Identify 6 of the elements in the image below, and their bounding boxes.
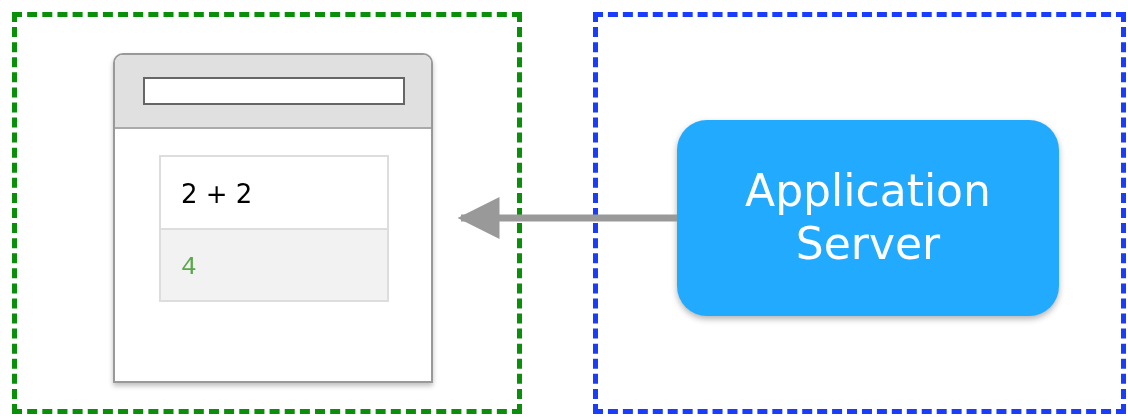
output-cell: 4: [161, 228, 387, 300]
dashed-region: [593, 12, 1126, 414]
arrow: [457, 197, 677, 239]
browser-window: [113, 53, 433, 383]
server-box: Application Server: [677, 120, 1059, 316]
dashed-region: [12, 12, 522, 414]
